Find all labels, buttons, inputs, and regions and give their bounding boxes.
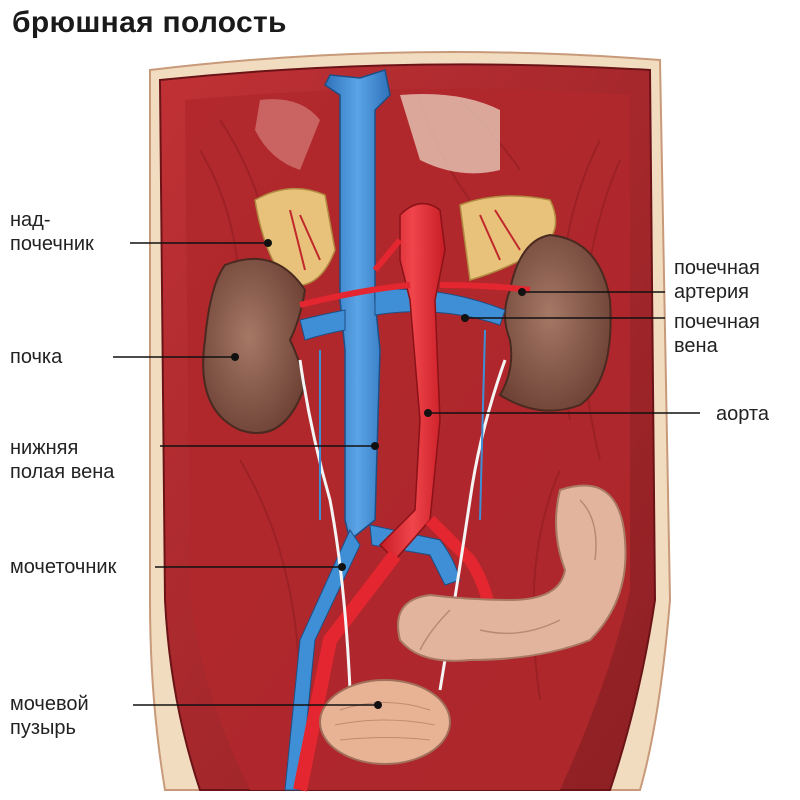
- left-adrenal-gland: [254, 187, 336, 287]
- page-title: брюшная полость: [12, 6, 287, 39]
- left-renal-vein: [299, 309, 346, 341]
- label-ureter: мочеточник: [10, 556, 117, 578]
- right-adrenal-gland: [459, 195, 557, 281]
- label-urinary-bladder: мочевой пузырь: [10, 693, 89, 739]
- label-renal-vein: почечная вена: [674, 311, 760, 357]
- label-renal-artery: почечная артерия: [674, 257, 760, 303]
- label-inferior-vena-cava: нижняя полая вена: [10, 437, 115, 483]
- label-adrenal-gland: над- почечник: [10, 209, 94, 255]
- urinary-bladder: [319, 679, 451, 765]
- label-kidney: почка: [10, 346, 63, 368]
- left-kidney: [202, 257, 307, 434]
- sigmoid-colon: [397, 484, 627, 662]
- left-ureter: [298, 359, 352, 691]
- iliac-arteries: [293, 550, 401, 792]
- label-aorta: аорта: [716, 403, 769, 425]
- aorta: [378, 202, 446, 562]
